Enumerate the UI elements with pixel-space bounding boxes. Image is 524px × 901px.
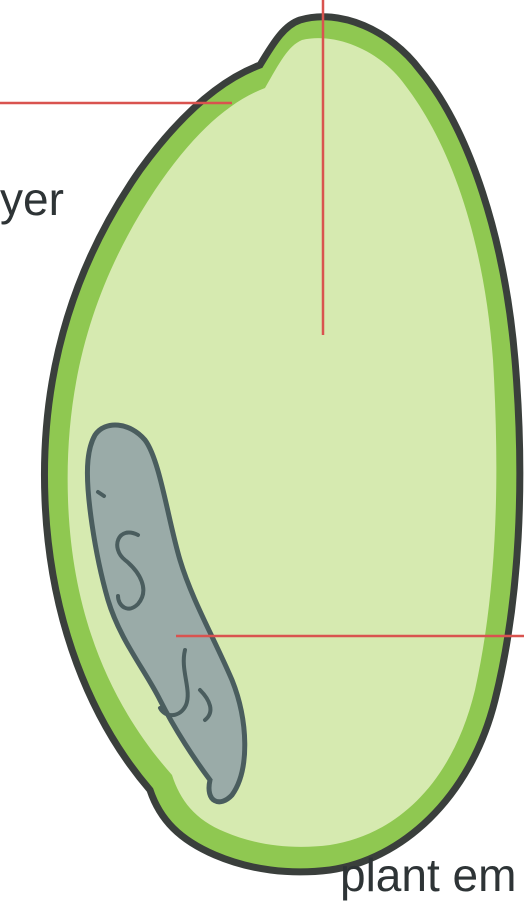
seed-diagram: yer plant em <box>0 0 524 880</box>
embryo-label: plant em <box>340 852 516 898</box>
seed-illustration <box>0 0 524 880</box>
seed-coat-label: yer <box>0 176 64 222</box>
